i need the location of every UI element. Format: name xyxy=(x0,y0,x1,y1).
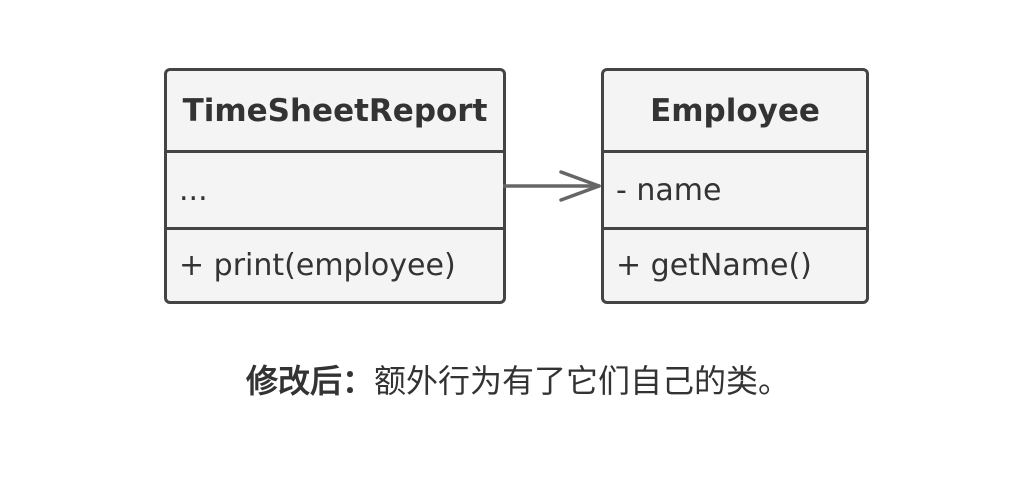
class-employee: Employee - name + getName() xyxy=(601,68,869,304)
class-name: Employee xyxy=(650,92,820,129)
class-attributes: - name xyxy=(604,150,866,227)
class-name: TimeSheetReport xyxy=(182,92,488,129)
dependency-arrow xyxy=(503,170,601,202)
class-operations: + print(employee) xyxy=(167,227,503,301)
class-operations: + getName() xyxy=(604,227,866,301)
diagram-caption: 修改后：额外行为有了它们自己的类。 xyxy=(0,356,1036,402)
caption-label: 修改后： xyxy=(245,362,374,400)
caption-text: 额外行为有了它们自己的类。 xyxy=(374,362,791,400)
class-timesheetreport: TimeSheetReport ... + print(employee) xyxy=(164,68,506,304)
class-attributes: ... xyxy=(167,150,503,227)
